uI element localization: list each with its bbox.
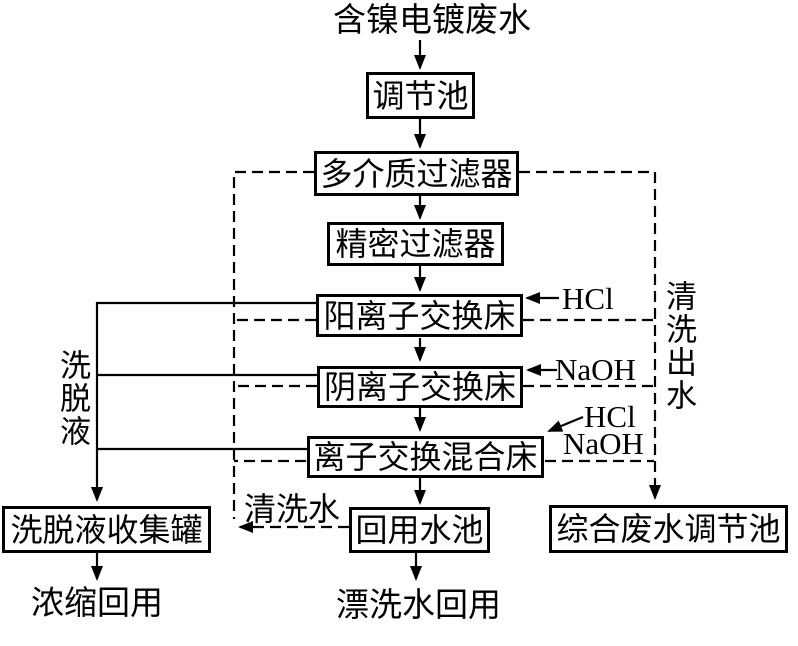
main-flow-arrows	[91, 40, 426, 581]
node-mixed-ion-exchange-bed-label: 离子交换混合床	[313, 439, 538, 475]
node-eluate-collection-tank-label: 洗脱液收集罐	[10, 511, 203, 548]
effluent-manifold-right	[519, 170, 661, 500]
hcl-cation-label: HCl	[562, 281, 614, 316]
node-reuse-water-tank: 回用水池	[349, 507, 490, 553]
node-comprehensive-wastewater-tank: 综合废水调节池	[549, 505, 788, 553]
node-precision-filter-label: 精密过滤器	[335, 226, 496, 262]
arrow-hcl-naoh-to-mixed-bed	[547, 415, 584, 433]
rinse-water-stream-label: 清洗水	[244, 491, 341, 527]
rinse-water-supply-dashed-lines	[232, 170, 349, 533]
node-cation-exchange-bed-label: 阳离子交换床	[323, 297, 516, 334]
node-anion-exchange-bed: 阴离子交换床	[317, 366, 523, 408]
node-mixed-ion-exchange-bed: 离子交换混合床	[307, 436, 544, 478]
chemical-dosing-arrows	[525, 292, 584, 433]
eluate-collector-lines	[91, 301, 318, 502]
node-cation-exchange-bed: 阳离子交换床	[316, 294, 523, 337]
node-eluate-collection-tank: 洗脱液收集罐	[2, 506, 211, 553]
rinse-water-reuse-label: 漂洗水回用	[336, 588, 501, 624]
source-label: 含镍电镀废水	[333, 3, 531, 39]
eluate-stream-label: 洗脱液	[55, 349, 90, 448]
concentrate-reuse-label: 浓缩回用	[31, 586, 163, 622]
rinse-effluent-dashed-lines	[519, 170, 661, 500]
node-reuse-water-tank-label: 回用水池	[355, 512, 484, 548]
node-regulating-tank: 调节池	[366, 72, 475, 119]
node-multimedia-filter: 多介质过滤器	[314, 151, 519, 196]
node-regulating-tank-label: 调节池	[372, 77, 469, 114]
node-precision-filter: 精密过滤器	[327, 222, 504, 266]
node-multimedia-filter-label: 多介质过滤器	[320, 155, 513, 192]
hcl-mixed-label: HCl	[584, 399, 636, 434]
naoh-mixed-label: NaOH	[563, 426, 644, 461]
eluate-line-cation-bed	[91, 301, 316, 502]
naoh-anion-label: NaOH	[555, 352, 636, 387]
node-anion-exchange-bed-label: 阴离子交换床	[323, 369, 516, 405]
rinse-manifold-left	[232, 170, 314, 519]
rinse-effluent-stream-label: 清洗出水	[661, 280, 696, 412]
node-comprehensive-wastewater-tank-label: 综合废水调节池	[556, 511, 781, 547]
